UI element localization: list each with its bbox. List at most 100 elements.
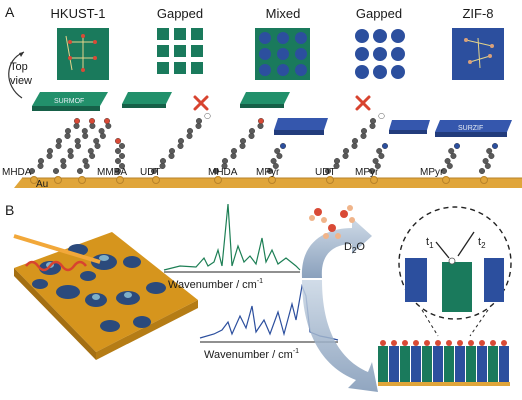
t1-label: t1	[426, 236, 434, 250]
membrane-column	[477, 346, 487, 382]
chain-bead	[88, 117, 95, 124]
magnified-pore-view	[398, 206, 512, 320]
chain-bead	[118, 142, 125, 149]
topography-surface	[14, 232, 198, 360]
cross-icon	[355, 95, 371, 111]
chain-bead	[239, 137, 246, 144]
chain-bead	[361, 127, 368, 134]
panel-b-label: B	[5, 202, 14, 218]
chain-bead	[98, 127, 105, 134]
membrane-water-dot	[468, 340, 474, 346]
membrane-water-dot	[413, 340, 419, 346]
flow-arrow	[301, 218, 372, 278]
chain-bead	[168, 152, 175, 159]
chain-bead	[352, 137, 359, 144]
chain-bead	[82, 132, 89, 139]
membrane-water-dot	[402, 340, 408, 346]
membrane-water-dot	[435, 340, 441, 346]
membrane-column	[433, 346, 443, 382]
chain-bead	[484, 162, 491, 169]
chain-bead	[67, 147, 74, 154]
chain-bead	[64, 132, 71, 139]
chain-bead	[270, 157, 277, 164]
chain-bead	[103, 117, 110, 124]
chain-bead	[177, 137, 184, 144]
membrane-gold-base	[378, 382, 510, 386]
chain-bead	[369, 167, 376, 174]
chain-bead	[204, 112, 211, 119]
label-mpyr-3: MPyr	[420, 167, 444, 178]
chain-bead	[99, 132, 106, 139]
membrane-column	[378, 346, 388, 382]
chain-bead	[67, 152, 74, 159]
slab-surmof-3	[240, 92, 290, 108]
header-gapped-1: Gapped	[157, 6, 203, 21]
spectrum-green-xlabel: Wavenumber / cm-1	[168, 278, 263, 291]
chain-bead	[60, 157, 67, 164]
cross-icon	[193, 95, 209, 111]
chain-bead	[479, 167, 486, 174]
chain-bead	[230, 152, 237, 159]
chain-bead	[55, 142, 62, 149]
chain-bead	[372, 157, 379, 164]
chain-bead	[94, 142, 101, 149]
chain-bead	[382, 142, 389, 149]
spectrum-green	[163, 203, 301, 271]
chain-bead	[230, 147, 237, 154]
chain-bead	[454, 142, 461, 149]
membrane-column	[389, 346, 399, 382]
chain-bead	[118, 162, 125, 169]
chain-bead	[378, 112, 385, 119]
chain-bead	[74, 137, 81, 144]
membrane-column	[444, 346, 454, 382]
slab-surzif-3	[435, 120, 512, 137]
header-mixed: Mixed	[266, 6, 301, 21]
label-mmba: MMBA	[97, 167, 127, 178]
membrane-column	[466, 346, 476, 382]
chain-bead	[37, 162, 44, 169]
membrane-column	[411, 346, 421, 382]
d2o-label: D2O	[344, 241, 365, 255]
chain-bead	[81, 127, 88, 134]
laser-wave	[25, 260, 87, 272]
chain-bead	[448, 147, 455, 154]
gapped-green-top-view	[157, 28, 203, 74]
chain-bead	[267, 167, 274, 174]
chain-bead	[276, 152, 283, 159]
d2o-molecules	[309, 205, 355, 239]
chain-bead	[446, 162, 453, 169]
chain-bead	[177, 142, 184, 149]
chain-bead	[370, 117, 377, 124]
chain-bead	[492, 142, 499, 149]
chain-bead	[482, 157, 489, 164]
membrane-water-dot	[490, 340, 496, 346]
zoom-line-right	[469, 309, 489, 337]
label-mpyr-2: MPyr	[355, 167, 379, 178]
chain-bead	[343, 147, 350, 154]
membrane-column	[488, 346, 498, 382]
molecule-chains	[29, 112, 499, 184]
chain-bead	[168, 147, 175, 154]
chain-bead	[444, 157, 451, 164]
chain-bead	[46, 152, 53, 159]
chain-bead	[29, 167, 36, 174]
slab-surzif-2	[389, 120, 430, 134]
top-view-arrowhead	[19, 52, 24, 57]
membrane-column	[455, 346, 465, 382]
chain-bead	[114, 137, 121, 144]
chain-bead	[195, 122, 202, 129]
chain-bead	[64, 127, 71, 134]
chain-bead	[374, 162, 381, 169]
chain-bead	[114, 167, 121, 174]
top-view-label-2: view	[10, 75, 32, 87]
chain-bead	[73, 117, 80, 124]
membrane-column	[422, 346, 432, 382]
gold-anchor	[214, 176, 222, 184]
chain-bead	[378, 152, 385, 159]
flow-arrow-lower	[302, 280, 378, 392]
chain-bead	[212, 167, 219, 174]
chain-bead	[342, 152, 349, 159]
chain-bead	[83, 162, 90, 169]
chain-bead	[195, 117, 202, 124]
